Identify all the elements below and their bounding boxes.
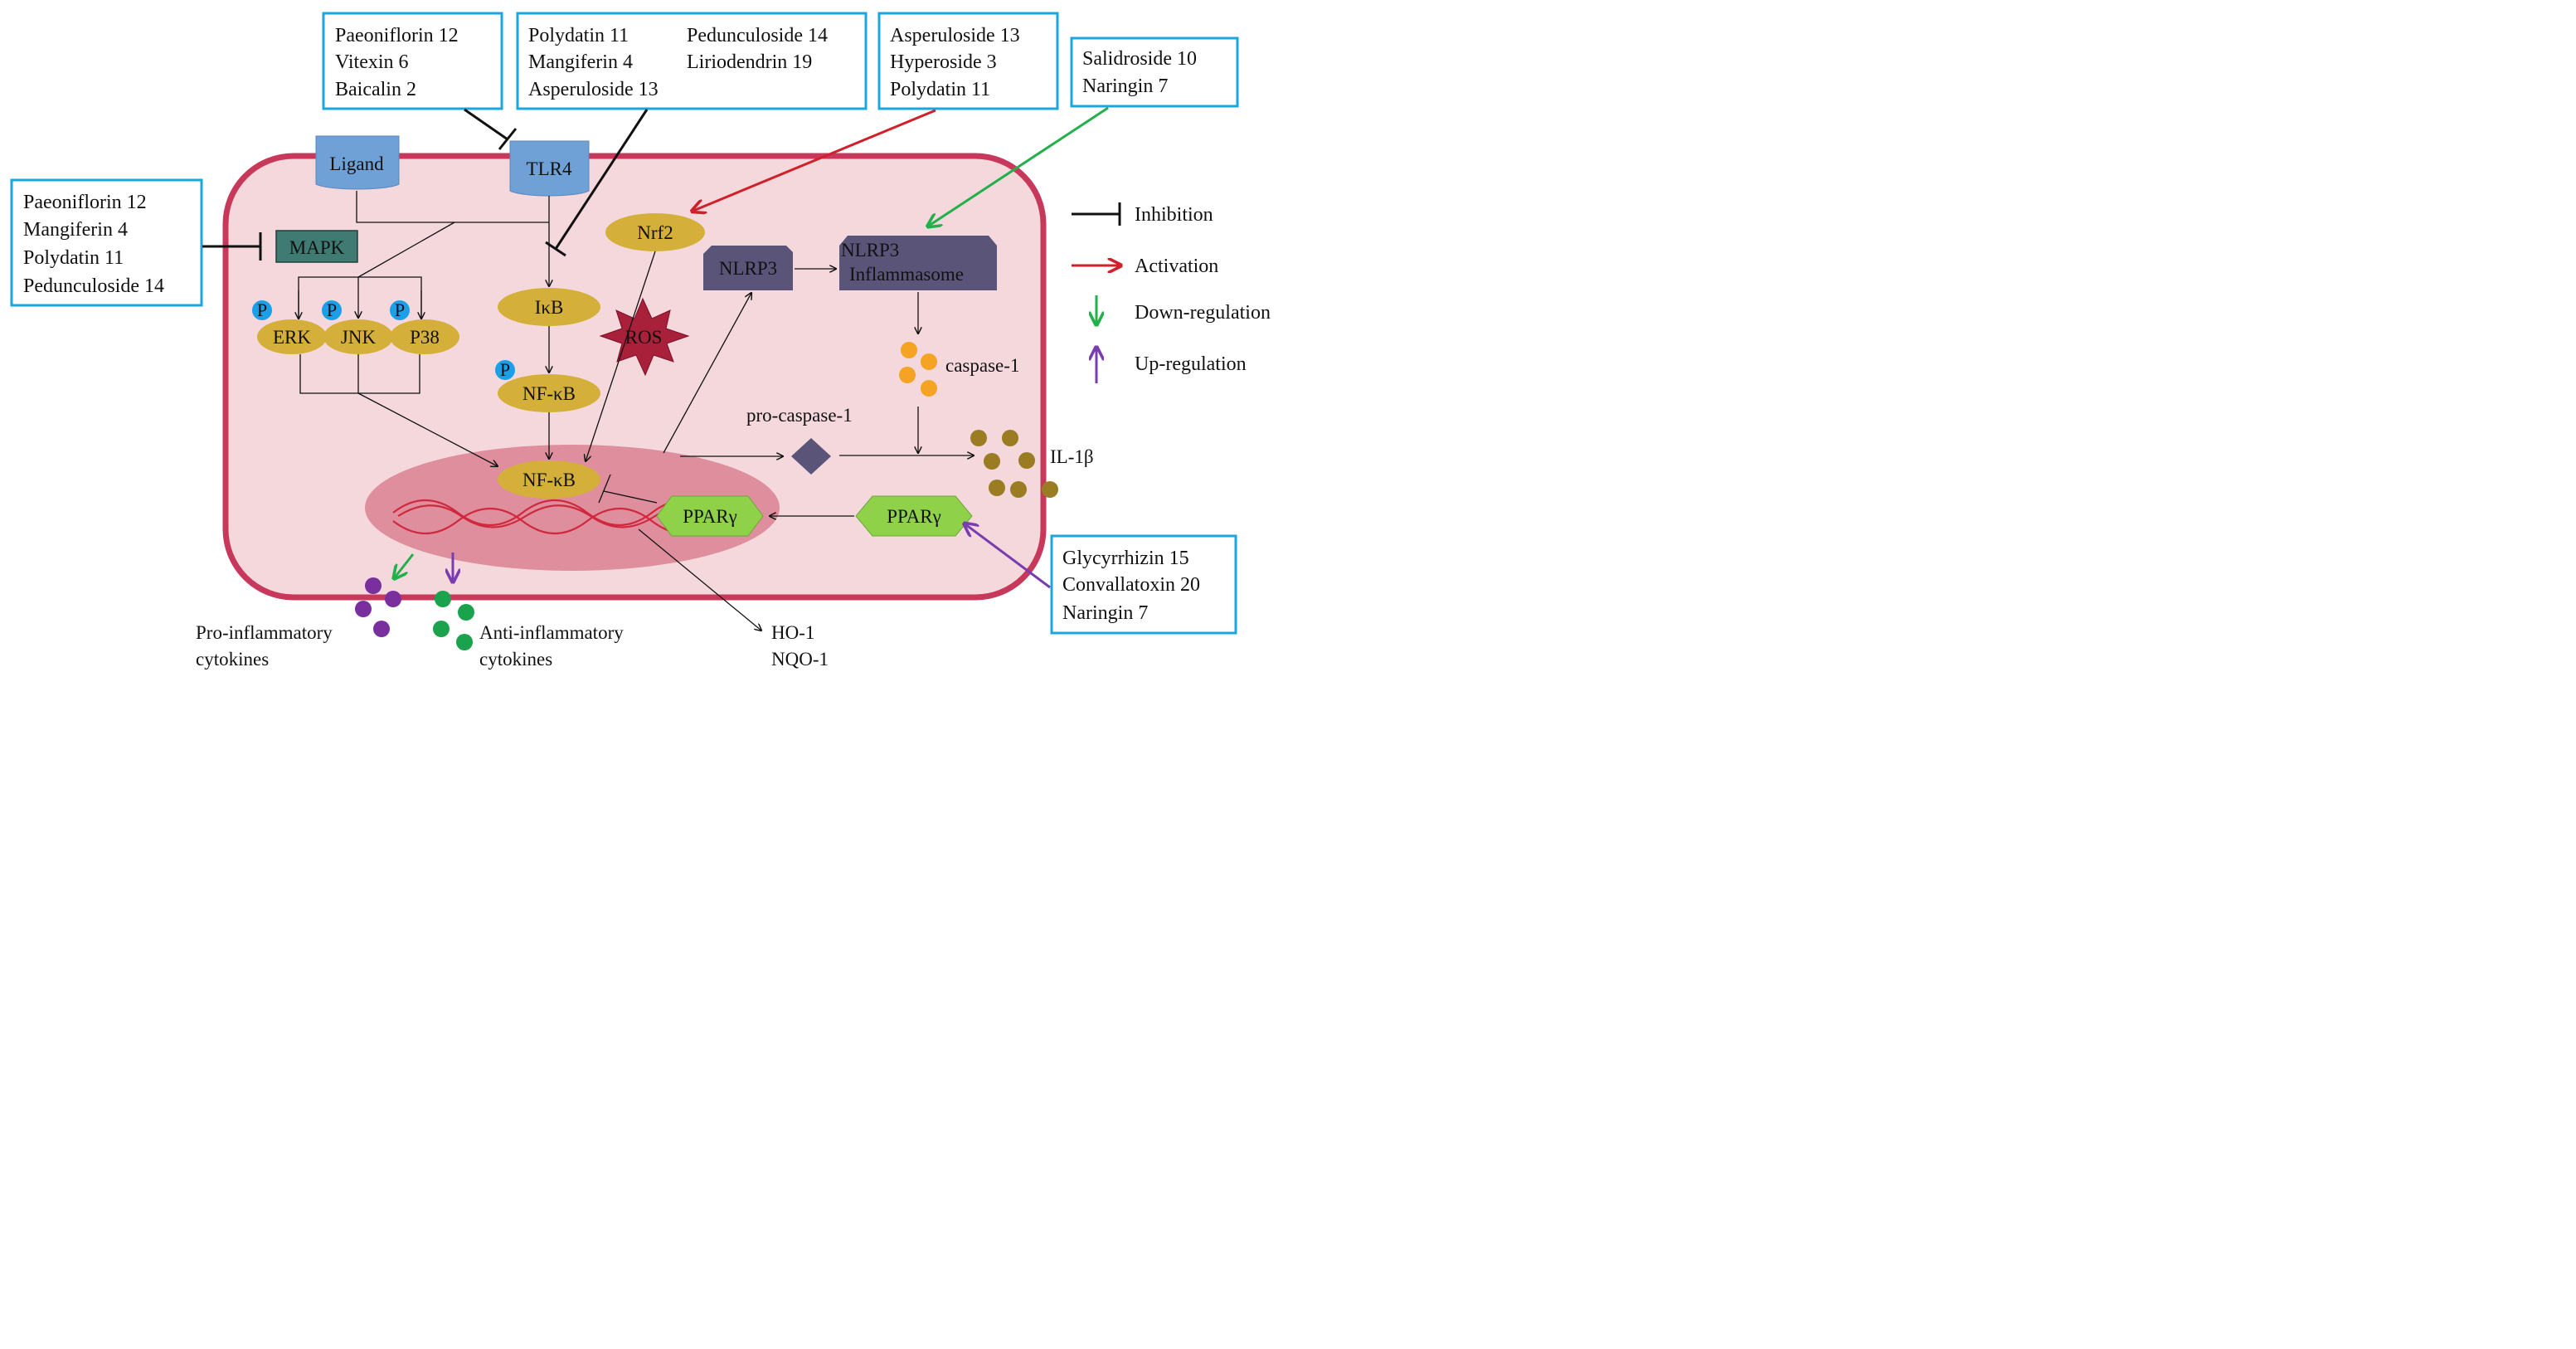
box-ikb-inhibitors: Polydatin 11 Mangiferin 4 Asperuloside 1…: [516, 12, 868, 110]
ikb-node: IκB: [498, 288, 600, 326]
svg-text:Paeoniflorin 12: Paeoniflorin 12: [23, 192, 147, 213]
svg-text:Mangiferin 4: Mangiferin 4: [528, 51, 633, 73]
anti-cytokines-label-line1: Anti-inflammatory: [479, 622, 624, 643]
pparg-cytoplasm-node: PPARγ: [855, 495, 973, 537]
box-nlrp3-downregulators: Salidroside 10 Naringin 7: [1070, 37, 1239, 108]
svg-text:Pedunculoside 14: Pedunculoside 14: [687, 25, 828, 46]
svg-text:P: P: [257, 300, 267, 320]
phospho-nfkb: P: [495, 359, 515, 380]
svg-text:Convallatoxin 20: Convallatoxin 20: [1062, 574, 1200, 596]
svg-text:Liriodendrin 19: Liriodendrin 19: [687, 51, 812, 73]
svg-text:Paeoniflorin 12: Paeoniflorin 12: [335, 25, 459, 46]
box-mapk-inhibitors: Paeoniflorin 12 Mangiferin 4 Polydatin 1…: [10, 178, 203, 307]
svg-text:Down-regulation: Down-regulation: [1135, 302, 1271, 324]
anti-cytokines-label-line2: cytokines: [479, 649, 552, 670]
nlrp3-inflammasome-node: NLRP3 Inflammasome: [839, 236, 997, 290]
pparg-nucleus-node: PPARγ: [656, 495, 764, 537]
caspase1-dots: [899, 342, 937, 397]
svg-text:Hyperoside 3: Hyperoside 3: [890, 51, 997, 73]
svg-text:Activation: Activation: [1135, 256, 1218, 277]
downregulation-arrow-pro-cytokines: [395, 553, 415, 577]
activation-arrow-nrf2: [693, 109, 936, 211]
svg-text:Asperuloside 13: Asperuloside 13: [528, 79, 659, 100]
inflammasome-label-line1: NLRP3: [841, 240, 899, 261]
ho1-label: HO-1: [771, 622, 814, 643]
upregulation-arrow-pparg: [965, 524, 1051, 589]
legend-down-regulation: Down-regulation: [1096, 295, 1271, 324]
pro-cytokines-label-line2: cytokines: [196, 649, 269, 670]
svg-text:Salidroside 10: Salidroside 10: [1082, 48, 1197, 70]
tlr4-receptor: TLR4: [509, 140, 590, 197]
ikb-label: IκB: [535, 297, 564, 318]
svg-text:Mangiferin 4: Mangiferin 4: [23, 219, 128, 241]
svg-text:Up-regulation: Up-regulation: [1135, 353, 1247, 375]
caspase1-label: caspase-1: [945, 355, 1019, 376]
p38-node: P38: [390, 319, 459, 354]
svg-text:Vitexin 6: Vitexin 6: [335, 51, 409, 73]
pro-caspase1-label: pro-caspase-1: [746, 405, 853, 426]
pro-cytokines-label-line1: Pro-inflammatory: [196, 622, 333, 643]
pathway-connectors: [299, 191, 974, 631]
erk-label: ERK: [273, 327, 311, 348]
jnk-node: JNK: [323, 319, 393, 354]
nfkb-nucleus-label: NF-κB: [522, 470, 576, 490]
il1b-dots: [970, 430, 1058, 498]
pparg-nucleus-label: PPARγ: [683, 506, 737, 527]
ligand-receptor: Ligand: [315, 135, 400, 190]
box-pparg-upregulators: Glycyrrhizin 15 Convallatoxin 20 Naringi…: [1050, 534, 1237, 635]
il1b-label: IL-1β: [1050, 446, 1094, 467]
svg-text:Inhibition: Inhibition: [1135, 204, 1213, 226]
svg-text:P: P: [395, 300, 405, 320]
nrf2-node: Nrf2: [605, 213, 705, 251]
p38-label: P38: [410, 327, 440, 348]
phospho-jnk: P: [322, 300, 342, 320]
svg-text:Naringin 7: Naringin 7: [1062, 602, 1148, 624]
svg-text:P: P: [327, 300, 337, 320]
phospho-p38: P: [390, 300, 410, 320]
nfkb-cytoplasm-label: NF-κB: [522, 383, 576, 404]
box-nrf2-activators: Asperuloside 13 Hyperoside 3 Polydatin 1…: [877, 12, 1059, 110]
svg-text:Polydatin 11: Polydatin 11: [528, 25, 629, 46]
nfkb-nucleus-node: NF-κB: [498, 460, 600, 499]
svg-text:Glycyrrhizin 15: Glycyrrhizin 15: [1062, 548, 1189, 569]
svg-text:Pedunculoside 14: Pedunculoside 14: [23, 275, 164, 297]
svg-text:Polydatin 11: Polydatin 11: [890, 79, 990, 100]
nfkb-cytoplasm-node: NF-κB: [498, 374, 600, 412]
inhibition-arrows: [202, 108, 649, 261]
svg-text:Asperuloside 13: Asperuloside 13: [890, 25, 1020, 46]
tlr4-label: TLR4: [527, 158, 572, 179]
svg-text:Naringin 7: Naringin 7: [1082, 75, 1168, 97]
mapk-label: MAPK: [289, 237, 345, 258]
svg-text:P: P: [500, 359, 510, 380]
inflammasome-label-line2: Inflammasome: [849, 264, 964, 285]
signaling-pathway-diagram: Ligand TLR4 MAPK ERK JNK P38 P P P IκB: [10, 12, 1271, 670]
ros-label: ROS: [625, 327, 663, 348]
jnk-label: JNK: [341, 327, 377, 348]
ros-burst: ROS: [599, 297, 690, 377]
pro-caspase1-diamond: [791, 438, 831, 475]
nrf2-label: Nrf2: [637, 222, 673, 243]
nlrp3-label: NLRP3: [719, 258, 777, 279]
legend: Inhibition Activation Down-regulation Up…: [1072, 202, 1271, 383]
ligand-label: Ligand: [329, 153, 384, 174]
nlrp3-node: NLRP3: [703, 246, 793, 290]
anti-inflammatory-cytokine-dots: [433, 591, 474, 650]
svg-text:Baicalin 2: Baicalin 2: [335, 79, 416, 100]
legend-inhibition: Inhibition: [1072, 202, 1213, 226]
svg-text:Polydatin 11: Polydatin 11: [23, 247, 124, 269]
box-tlr4-inhibitors: Paeoniflorin 12 Vitexin 6 Baicalin 2: [322, 12, 503, 110]
pparg-cytoplasm-label: PPARγ: [887, 506, 941, 527]
erk-node: ERK: [257, 319, 327, 354]
mapk-node: MAPK: [275, 230, 358, 263]
pro-inflammatory-cytokine-dots: [355, 577, 401, 637]
downregulation-arrow-inflammasome: [929, 106, 1109, 226]
legend-activation: Activation: [1072, 256, 1218, 277]
phospho-erk: P: [252, 300, 272, 320]
legend-up-regulation: Up-regulation: [1096, 348, 1247, 383]
nqo1-label: NQO-1: [771, 649, 829, 670]
